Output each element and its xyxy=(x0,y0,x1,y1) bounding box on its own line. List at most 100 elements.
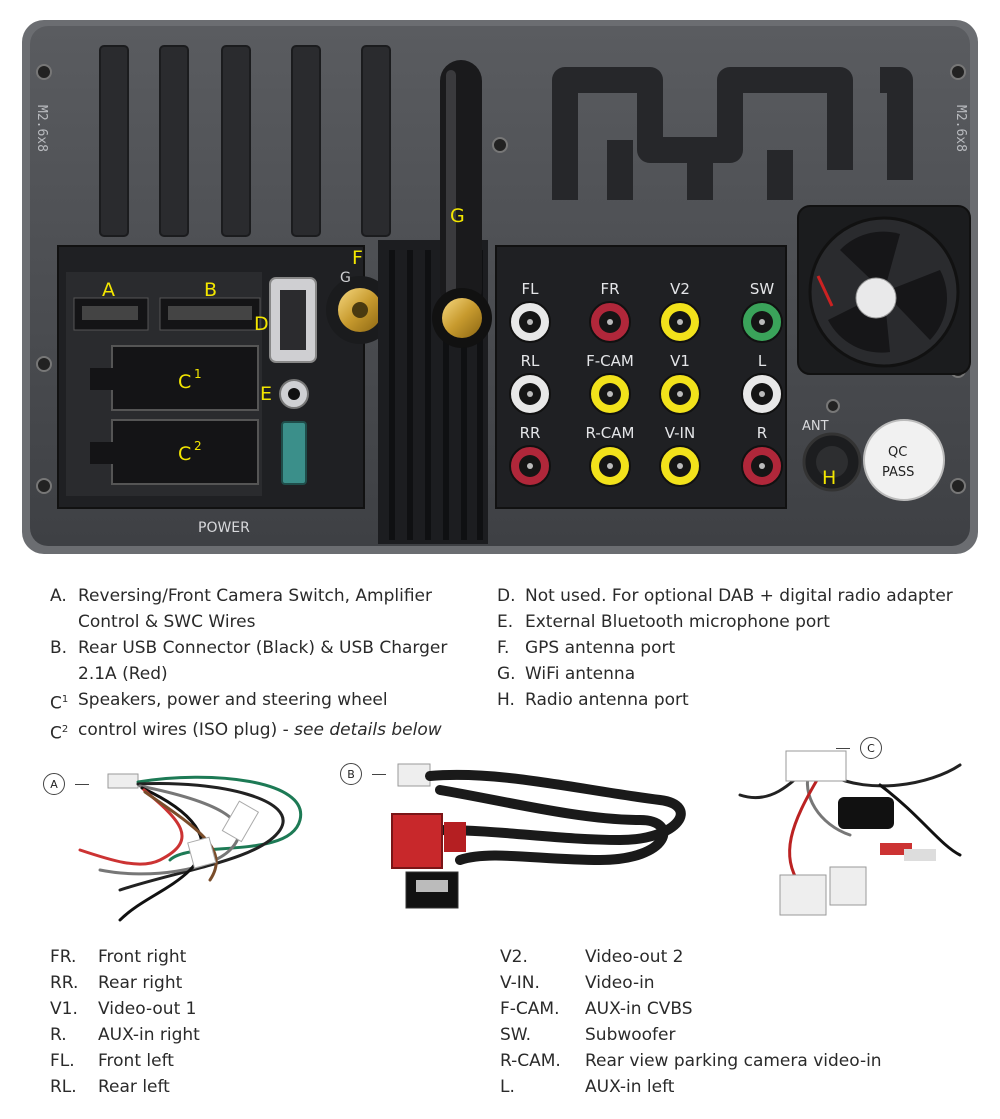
legend-item: 2.1A (Red) xyxy=(50,661,470,687)
label-b: B xyxy=(204,279,217,301)
glossary-item: L.AUX-in left xyxy=(500,1074,980,1100)
rca-label: SW xyxy=(750,280,775,298)
glossary-abbr: V1. xyxy=(50,999,78,1019)
glossary-abbr: RR. xyxy=(50,973,79,993)
side-label-left: M2.6x8 xyxy=(34,105,49,152)
glossary-item: FR.Front right xyxy=(50,944,470,970)
legend-italic: see details below xyxy=(294,719,442,740)
rca-label: V2 xyxy=(670,280,690,298)
ant-label: ANT xyxy=(802,419,829,434)
legend-item: D. Not used. For optional DAB + digital r… xyxy=(497,583,977,609)
label-a: A xyxy=(102,279,115,301)
rca-jack-fl: FL xyxy=(509,280,551,343)
glossary-text: Front left xyxy=(98,1051,174,1071)
legend-key: G. xyxy=(497,664,516,684)
rca-label: F-CAM xyxy=(586,352,634,370)
rca-jack-r-cam: R-CAM xyxy=(586,424,635,487)
cable-b-badge: B xyxy=(340,763,362,785)
legend-text: External Bluetooth microphone port xyxy=(525,612,830,632)
rca-label: RL xyxy=(521,352,540,370)
glossary-abbr: SW. xyxy=(500,1025,532,1045)
legend-text: WiFi antenna xyxy=(525,664,636,684)
legend-key: F. xyxy=(497,638,510,658)
legend-text: control wires (ISO plug) - see details b… xyxy=(78,719,442,740)
glossary-text: Video-out 1 xyxy=(98,999,197,1019)
glossary-item: F-CAM.AUX-in CVBS xyxy=(500,996,980,1022)
glossary-text: Rear view parking camera video-in xyxy=(585,1051,882,1071)
label-c1: C xyxy=(178,371,191,393)
legend-right: D. Not used. For optional DAB + digital r… xyxy=(497,583,977,713)
legend-text: Not used. For optional DAB + digital rad… xyxy=(525,586,953,606)
legend-key: D. xyxy=(497,586,516,606)
legend-item: F. GPS antenna port xyxy=(497,635,977,661)
rca-jack-f-cam: F-CAM xyxy=(586,352,634,415)
legend-key: H. xyxy=(497,690,515,710)
legend-item: Control & SWC Wires xyxy=(50,609,470,635)
cable-c-badge: C xyxy=(860,737,882,759)
legend-text: Radio antenna port xyxy=(525,690,689,710)
legend-item: A. Reversing/Front Camera Switch, Amplifi… xyxy=(50,583,470,609)
legend-key: A. xyxy=(50,586,67,606)
legend-text: Rear USB Connector (Black) & USB Charger xyxy=(78,638,448,658)
glossary-text: Front right xyxy=(98,947,187,967)
power-label: POWER xyxy=(198,520,250,536)
label-c2: C xyxy=(178,443,191,465)
cable-a-tag: A xyxy=(43,773,89,795)
glossary-text: Video-in xyxy=(585,973,655,993)
glossary-abbr: R. xyxy=(50,1025,67,1045)
glossary-item: R. AUX-in right xyxy=(50,1022,470,1048)
legend-item: E. External Bluetooth microphone port xyxy=(497,609,977,635)
legend-key xyxy=(50,661,78,687)
qc-label-1: QC xyxy=(888,445,907,460)
legend-item: G. WiFi antenna xyxy=(497,661,977,687)
rca-jack-sw: SW xyxy=(741,280,783,343)
glossary-text: AUX-in right xyxy=(98,1025,200,1045)
legend-item: B. Rear USB Connector (Black) & USB Charg… xyxy=(50,635,470,661)
label-d: D xyxy=(254,313,269,335)
rca-jack-rr: RR xyxy=(509,424,551,487)
rca-label: RR xyxy=(520,424,541,442)
label-e: E xyxy=(260,383,272,405)
rca-jack-v2: V2 xyxy=(659,280,701,343)
legend-key xyxy=(50,609,78,635)
rca-jack-v-in: V-IN xyxy=(659,424,701,487)
legend-text: GPS antenna port xyxy=(525,638,676,658)
label-h: H xyxy=(822,467,836,489)
glossary-abbr: R-CAM. xyxy=(500,1051,561,1071)
cable-a-image xyxy=(78,773,303,922)
qc-label-2: PASS xyxy=(882,465,914,480)
label-g: G xyxy=(450,205,465,227)
legend-text: Reversing/Front Camera Switch, Amplifier xyxy=(78,586,433,606)
rca-label: R-CAM xyxy=(586,424,635,442)
legend-text: Speakers, power and steering wheel xyxy=(78,690,388,710)
glossary-abbr: V-IN. xyxy=(500,973,540,993)
side-label-right: M2.6x8 xyxy=(953,105,968,152)
legend-key-sup: 1 xyxy=(61,694,69,705)
rca-label: V-IN xyxy=(665,424,695,442)
rca-jack-v1: V1 xyxy=(659,352,701,415)
rca-jack-l: L xyxy=(741,352,783,415)
glossary-text: Subwoofer xyxy=(585,1025,676,1045)
glossary-text: Rear left xyxy=(98,1077,170,1097)
cable-c-tag: C xyxy=(836,737,882,759)
legend-left: A. Reversing/Front Camera Switch, Amplifi… xyxy=(50,583,470,746)
legend-key: B. xyxy=(50,638,68,658)
legend-key: C2 xyxy=(50,723,69,744)
glossary-item: FL.Front left xyxy=(50,1048,470,1074)
cable-b-tag: B xyxy=(340,763,386,785)
rca-label: FR xyxy=(600,280,619,298)
legend-key: E. xyxy=(497,612,514,632)
label-c2-sup: 2 xyxy=(194,439,202,453)
head-unit-rear-panel: M2.6x8 M2.6x8 FL FR V2 SW RL F xyxy=(22,20,978,554)
glossary-item: RR. Rear right xyxy=(50,970,470,996)
label-c1-sup: 1 xyxy=(194,367,202,381)
rca-label: R xyxy=(757,424,767,442)
label-f: F xyxy=(352,247,363,269)
glossary-abbr: V2. xyxy=(500,947,528,967)
rca-jack-rl: RL xyxy=(509,352,551,415)
glossary-text: Rear right xyxy=(98,973,183,993)
rca-label: V1 xyxy=(670,352,690,370)
